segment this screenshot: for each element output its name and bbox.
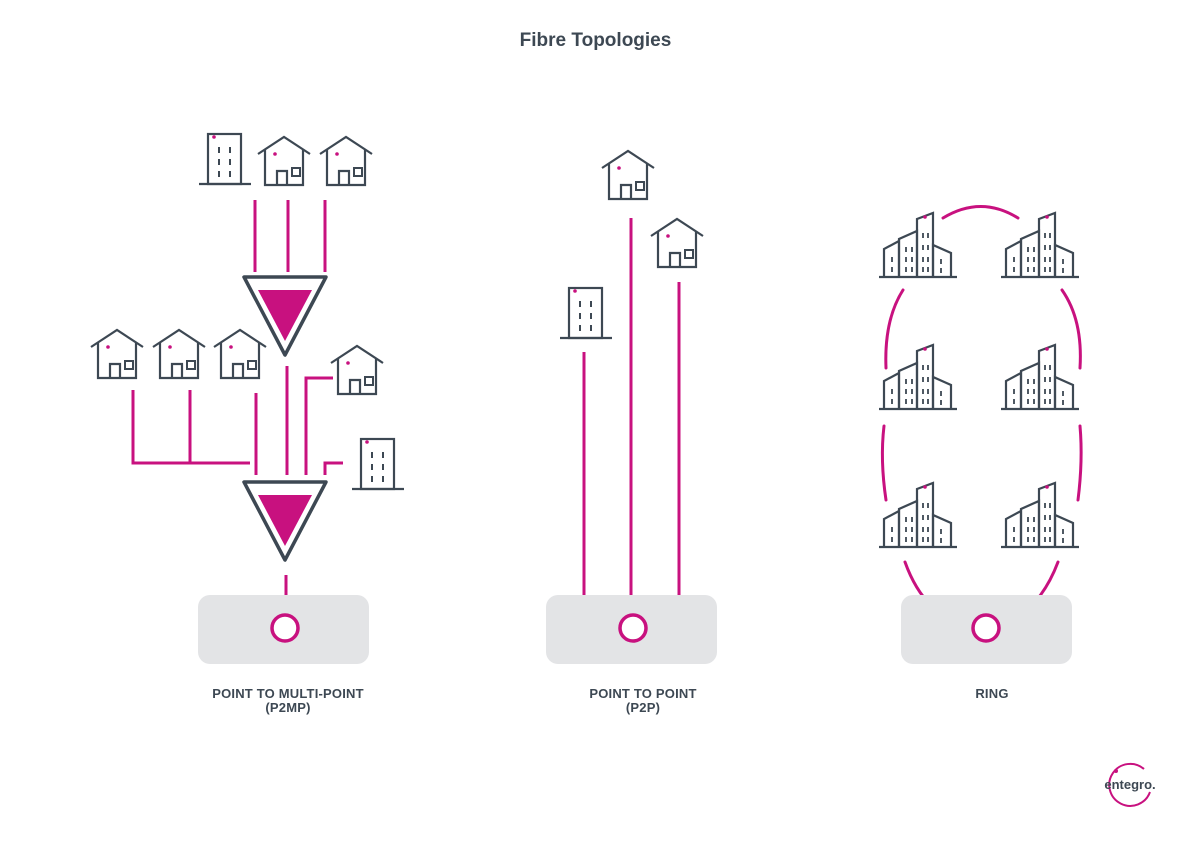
p2mp-fibre-lines (131, 200, 343, 612)
city-buildings-icon (999, 343, 1081, 411)
house-icon (649, 217, 705, 269)
entegro-logo-text: entegro. (1104, 777, 1156, 792)
p2p-label-line1: POINT TO POINT (589, 686, 697, 701)
house-icon (89, 328, 145, 380)
city-buildings-icon (877, 481, 959, 549)
office-building-icon (558, 286, 614, 340)
p2p-fibre-lines (582, 218, 681, 597)
ring-label: RING (872, 687, 1112, 701)
house-icon (212, 328, 268, 380)
city-buildings-icon (877, 211, 959, 279)
central-office-hub (198, 595, 369, 664)
house-icon (318, 135, 374, 187)
p2p-label: POINT TO POINT (P2P) (523, 687, 763, 715)
ring-topology (877, 205, 1083, 664)
splitter-icon (242, 275, 328, 357)
city-buildings-icon (877, 343, 959, 411)
ring-label-line1: RING (975, 686, 1009, 701)
splitter-icon (242, 480, 328, 562)
p2p-topology (546, 149, 717, 664)
office-building-icon (197, 132, 253, 186)
city-buildings-icon (999, 481, 1081, 549)
city-buildings-icon (999, 211, 1081, 279)
entegro-logo-icon (1108, 762, 1151, 807)
house-icon (600, 149, 656, 201)
p2mp-label-line1: POINT TO MULTI-POINT (212, 686, 364, 701)
office-building-icon (350, 437, 406, 491)
central-office-hub (901, 595, 1072, 664)
house-icon (151, 328, 207, 380)
p2mp-label-line2: (P2MP) (265, 700, 311, 715)
p2mp-label: POINT TO MULTI-POINT (P2MP) (168, 687, 408, 715)
house-icon (256, 135, 312, 187)
diagram-title: Fibre Topologies (519, 30, 672, 51)
central-office-hub (546, 595, 717, 664)
p2p-label-line2: (P2P) (625, 700, 661, 715)
p2mp-topology (89, 132, 406, 664)
house-icon (329, 344, 385, 396)
